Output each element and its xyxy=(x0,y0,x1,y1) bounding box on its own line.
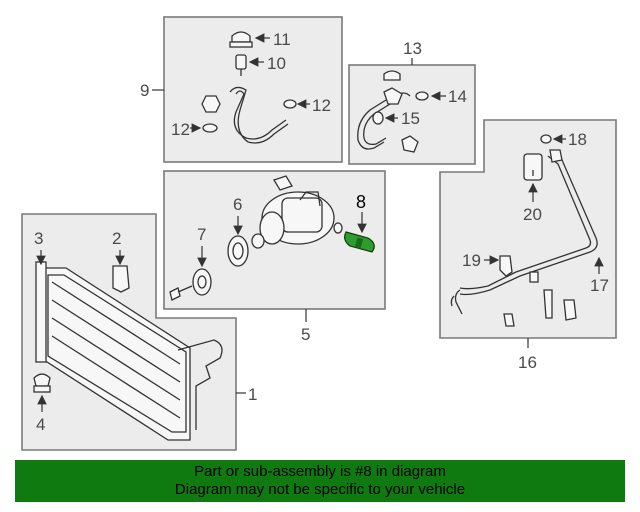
callout-9: 9 xyxy=(140,81,164,100)
callout-3: 3 xyxy=(34,229,46,266)
callout-6: 6 xyxy=(233,195,243,236)
svg-text:14: 14 xyxy=(448,87,467,106)
callout-16: 16 xyxy=(518,338,537,372)
callout-12-left: 12 xyxy=(171,120,202,139)
callout-1: 1 xyxy=(236,385,257,404)
svg-text:12: 12 xyxy=(171,120,190,139)
callout-7: 7 xyxy=(197,225,207,268)
svg-text:8: 8 xyxy=(356,192,366,212)
callout-20: 20 xyxy=(523,182,542,224)
pressure-switch-part-8[interactable] xyxy=(344,231,375,253)
svg-text:2: 2 xyxy=(112,229,121,248)
callout-12-right: 12 xyxy=(296,96,331,115)
svg-text:20: 20 xyxy=(523,205,542,224)
callout-5: 5 xyxy=(301,309,310,344)
callout-4: 4 xyxy=(36,394,47,434)
svg-text:6: 6 xyxy=(233,195,242,214)
svg-text:10: 10 xyxy=(267,54,286,73)
svg-text:3: 3 xyxy=(34,229,43,248)
svg-text:5: 5 xyxy=(301,325,310,344)
liquid-line-panel xyxy=(439,119,617,339)
svg-text:17: 17 xyxy=(590,276,609,295)
svg-text:9: 9 xyxy=(140,81,149,100)
info-banner: Part or sub-assembly is #8 in diagram Di… xyxy=(15,460,625,502)
callout-18: 18 xyxy=(552,130,587,149)
svg-text:15: 15 xyxy=(401,109,420,128)
callout-2: 2 xyxy=(112,229,130,293)
callout-10: 10 xyxy=(248,54,286,73)
svg-text:18: 18 xyxy=(568,130,587,149)
svg-text:19: 19 xyxy=(462,251,481,270)
svg-text:13: 13 xyxy=(403,39,422,58)
callout-17: 17 xyxy=(590,256,609,295)
banner-line-part: Part or sub-assembly is #8 in diagram xyxy=(194,463,446,480)
svg-text:12: 12 xyxy=(312,96,331,115)
svg-text:11: 11 xyxy=(273,30,291,49)
svg-text:1: 1 xyxy=(248,385,257,404)
discharge-hose-panel xyxy=(348,64,476,165)
callout-19: 19 xyxy=(462,251,500,270)
callout-11: 11 xyxy=(254,30,291,49)
banner-line-disclaimer: Diagram may not be specific to your vehi… xyxy=(174,481,466,498)
suction-hose-panel xyxy=(163,16,343,163)
condenser-panel xyxy=(21,213,237,451)
callout-15: 15 xyxy=(384,109,420,128)
callout-14: 14 xyxy=(430,87,467,106)
svg-text:4: 4 xyxy=(36,415,45,434)
callout-8: 8 xyxy=(356,192,367,234)
svg-text:7: 7 xyxy=(197,225,206,244)
callout-13: 13 xyxy=(403,39,422,65)
svg-text:16: 16 xyxy=(518,353,537,372)
